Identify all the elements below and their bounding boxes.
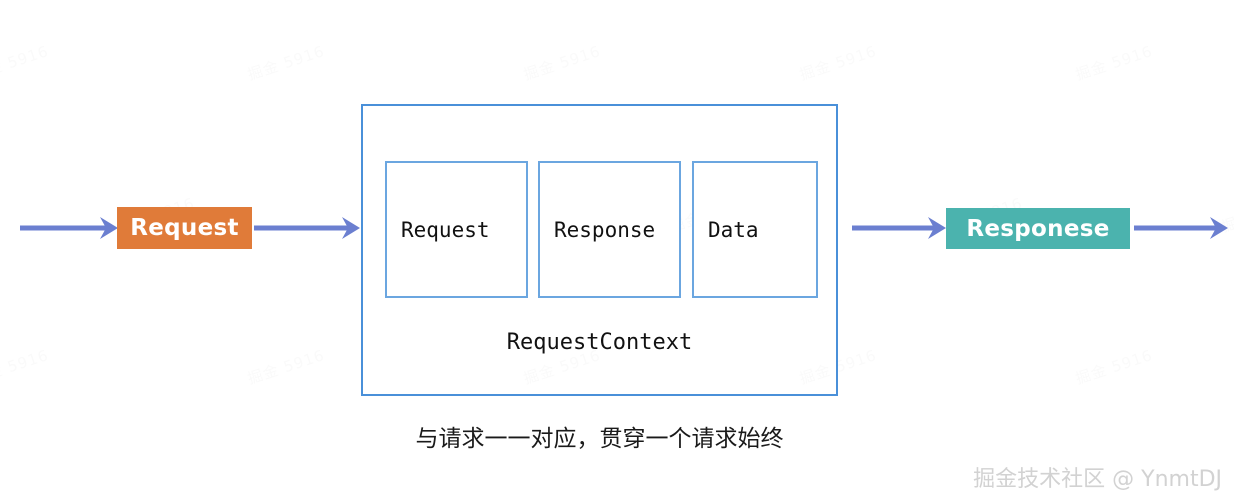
context-inner-box-data: Data [692, 161, 818, 298]
incoming-request-arrow [20, 213, 118, 243]
request-node-label: Request [130, 215, 239, 241]
context-inner-box-response-label: Response [554, 217, 656, 242]
request-node: Request [117, 207, 252, 249]
request-context-container [361, 104, 838, 396]
request-to-context-arrow [254, 213, 360, 243]
context-inner-box-response: Response [538, 161, 681, 298]
responese-node-label: Responese [966, 215, 1110, 242]
author-watermark: 掘金技术社区 @ YnmtDJ [973, 467, 1222, 492]
responese-node: Responese [946, 208, 1130, 249]
context-inner-box-data-label: Data [708, 217, 759, 242]
request-context-label: RequestContext [506, 330, 693, 355]
context-inner-box-request: Request [385, 161, 528, 298]
context-inner-box-request-label: Request [401, 217, 490, 242]
diagram-caption: 与请求一一对应，贯穿一个请求始终 [415, 426, 784, 452]
context-to-responese-arrow [852, 213, 946, 243]
outgoing-responese-arrow [1134, 213, 1228, 243]
